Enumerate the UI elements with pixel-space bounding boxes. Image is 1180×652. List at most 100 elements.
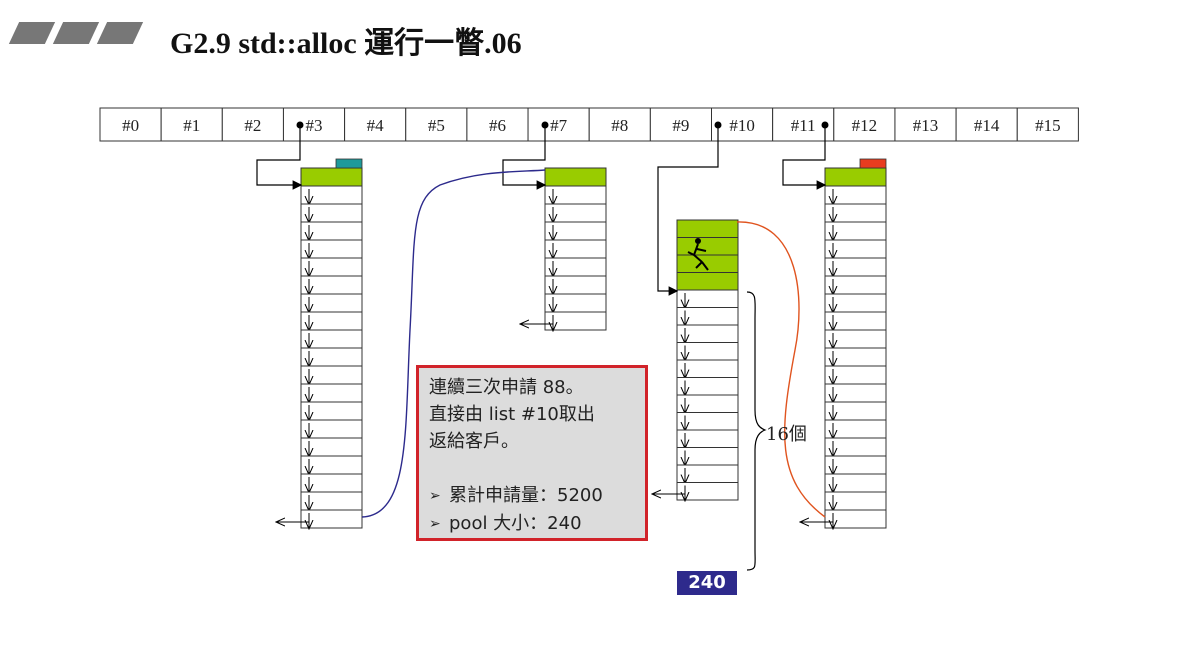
- free-list-cell: [527, 107, 590, 142]
- allocated-chunk: [676, 237, 739, 256]
- free-list-label: #9: [672, 116, 689, 135]
- free-chunk: [300, 221, 363, 241]
- pointer-line: [502, 125, 547, 190]
- allocated-chunk: [676, 219, 739, 238]
- marker-flag: [859, 158, 887, 169]
- pointer-line: [256, 125, 303, 190]
- pool-block: 240: [677, 571, 737, 595]
- allocated-chunk: [300, 167, 363, 187]
- free-chunk: [824, 221, 887, 241]
- page-title: G2.9 std::alloc 運行一瞥.06: [170, 27, 522, 60]
- free-chunk: [824, 311, 887, 331]
- free-chunk: [544, 221, 607, 241]
- free-chunk: [300, 383, 363, 403]
- free-chunk: [300, 203, 363, 223]
- note-line: 連續三次申請 88。: [429, 377, 584, 398]
- free-chunk: [300, 437, 363, 457]
- free-chunk: [824, 455, 887, 475]
- free-chunk: [300, 347, 363, 367]
- free-chunk: [676, 447, 739, 466]
- free-list-label: #11: [791, 116, 816, 135]
- free-list-cell: [1016, 107, 1079, 142]
- free-chunk: [676, 464, 739, 483]
- arrow-bullet-icon: ➢: [429, 516, 441, 532]
- free-chunk: [544, 275, 607, 295]
- free-list-label: #1: [183, 116, 200, 135]
- free-list-cell: [282, 107, 346, 142]
- free-list-cell: [649, 107, 712, 142]
- allocated-chunk: [824, 167, 887, 187]
- allocated-chunk: [544, 167, 607, 187]
- free-list-cell: [833, 107, 896, 142]
- free-list-label: #5: [428, 116, 445, 135]
- free-chunk: [824, 383, 887, 403]
- free-chunk: [676, 377, 739, 396]
- free-chunk: [300, 401, 363, 421]
- free-list-cell: [894, 107, 957, 142]
- free-chunk: [544, 239, 607, 259]
- free-list-label: #14: [974, 116, 1000, 135]
- note-line: 直接由 list #10取出: [429, 404, 595, 425]
- free-list-cell: [588, 107, 651, 142]
- free-list-cell: [344, 107, 407, 142]
- free-chunk: [544, 203, 607, 223]
- free-list-label: #13: [913, 116, 939, 135]
- person-icon: [687, 243, 709, 271]
- free-chunk: [544, 257, 607, 277]
- free-chunk: [824, 365, 887, 385]
- free-chunk: [544, 293, 607, 313]
- free-chunk: [676, 289, 739, 308]
- free-chunk: [824, 347, 887, 367]
- free-chunk: [824, 437, 887, 457]
- free-chunk: [824, 293, 887, 313]
- free-list-cell: [99, 107, 162, 142]
- free-chunk: [676, 324, 739, 343]
- free-list-cell: [405, 107, 468, 142]
- free-chunk: [676, 429, 739, 448]
- free-list-label: #6: [489, 116, 506, 135]
- free-chunk: [824, 509, 887, 529]
- person-icon: [695, 238, 701, 244]
- free-list-cell: [711, 107, 774, 142]
- free-chunk: [676, 412, 739, 431]
- allocated-chunk: [676, 272, 739, 291]
- free-chunk: [300, 329, 363, 349]
- link-curve: [736, 221, 826, 518]
- free-chunk: [676, 307, 739, 326]
- free-chunk: [824, 419, 887, 439]
- note-bullet: ➢pool 大小：240: [429, 510, 635, 538]
- free-list-label: #7: [550, 116, 568, 135]
- free-chunk: [824, 185, 887, 205]
- note-bullet: ➢累計申請量：5200: [429, 482, 635, 510]
- pointer-line: [782, 125, 827, 190]
- free-chunk: [824, 473, 887, 493]
- free-chunk: [676, 482, 739, 501]
- free-chunk: [300, 365, 363, 385]
- free-chunk: [300, 419, 363, 439]
- free-chunk: [676, 359, 739, 378]
- free-chunk: [824, 239, 887, 259]
- free-chunk: [300, 491, 363, 511]
- free-list-label: #4: [367, 116, 385, 135]
- free-chunk: [300, 455, 363, 475]
- free-list-cell: [221, 107, 284, 142]
- free-list-cell: [955, 107, 1018, 142]
- free-list-label: #0: [122, 116, 139, 135]
- free-list-label: #2: [244, 116, 261, 135]
- free-list-cell: [160, 107, 223, 142]
- free-list-label: #15: [1035, 116, 1061, 135]
- free-chunk: [824, 257, 887, 277]
- free-list-label: #8: [611, 116, 628, 135]
- free-chunk: [824, 401, 887, 421]
- free-chunk: [676, 342, 739, 361]
- pointer-line: [657, 125, 719, 296]
- free-list-label: #12: [852, 116, 878, 135]
- free-chunk: [300, 509, 363, 529]
- free-list-label: #10: [729, 116, 755, 135]
- brace: [746, 291, 767, 571]
- brace-label: 16個: [766, 424, 807, 445]
- marker-flag: [335, 158, 363, 169]
- free-chunk: [300, 257, 363, 277]
- free-chunk: [676, 394, 739, 413]
